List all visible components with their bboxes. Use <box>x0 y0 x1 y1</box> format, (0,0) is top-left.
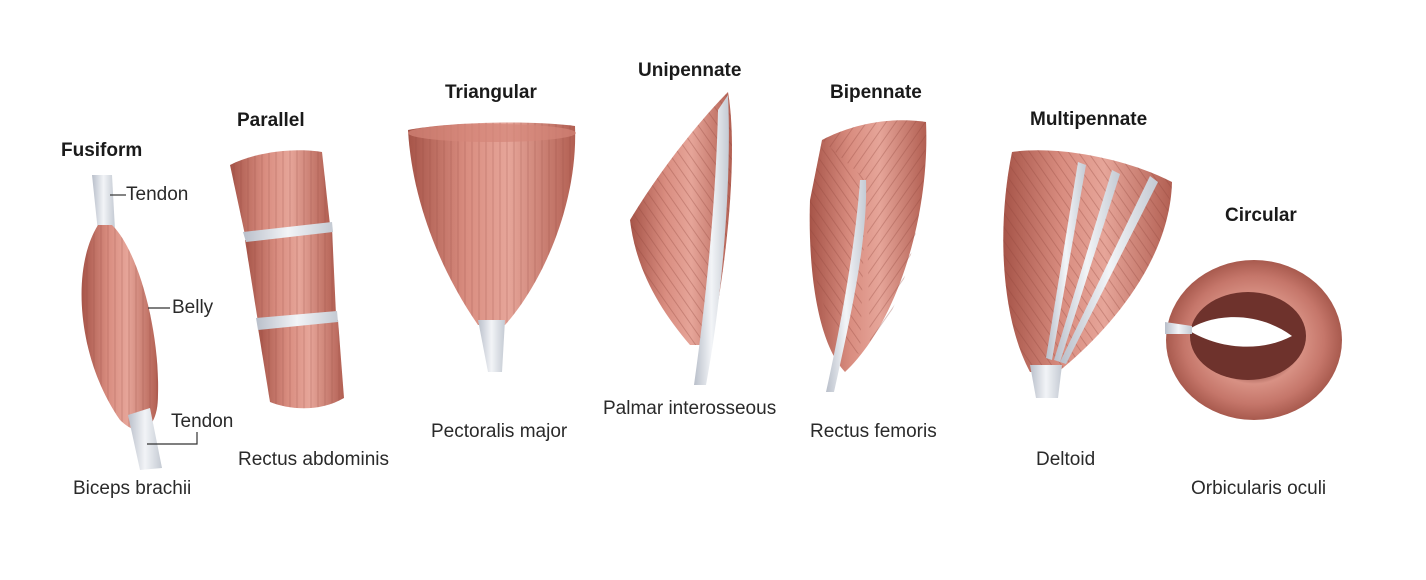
tendon-bottom-leader-line <box>147 432 198 445</box>
circular-muscle <box>1165 260 1342 420</box>
title-unipennate: Unipennate <box>638 60 742 81</box>
label-belly: Belly <box>172 297 214 318</box>
bipennate-central-tendon <box>826 180 867 392</box>
parallel-tendinous-band-1 <box>243 222 333 242</box>
title-bipennate: Bipennate <box>830 82 922 103</box>
fusiform-muscle <box>81 175 198 470</box>
title-circular: Circular <box>1225 205 1297 226</box>
title-multipennate: Multipennate <box>1030 109 1148 130</box>
name-rectus-abdominis: Rectus abdominis <box>238 449 390 470</box>
title-fusiform: Fusiform <box>61 140 143 161</box>
label-tendon-top: Tendon <box>126 184 189 205</box>
unipennate-tendon <box>694 95 729 385</box>
unipennate-muscle <box>630 92 732 385</box>
name-deltoid: Deltoid <box>1036 449 1096 470</box>
name-orbicularis-oculi: Orbicularis oculi <box>1191 478 1327 499</box>
multipennate-tendon-2 <box>1054 170 1120 362</box>
fusiform-bottom-tendon <box>128 408 162 470</box>
parallel-tendinous-band-2 <box>256 311 338 330</box>
bipennate-muscle <box>809 120 927 392</box>
name-rectus-femoris: Rectus femoris <box>810 421 937 442</box>
title-parallel: Parallel <box>237 110 305 131</box>
triangular-tendon <box>478 320 505 372</box>
multipennate-muscle <box>1003 150 1172 398</box>
multipennate-base-tendon <box>1030 365 1062 398</box>
multipennate-tendon-1 <box>1046 162 1086 360</box>
name-biceps-brachii: Biceps brachii <box>73 478 192 499</box>
name-pectoralis-major: Pectoralis major <box>431 421 568 442</box>
multipennate-tendon-3 <box>1060 176 1158 364</box>
fusiform-top-tendon <box>92 175 115 232</box>
circular-opening <box>1188 317 1292 347</box>
circular-tendon <box>1165 322 1192 334</box>
title-triangular: Triangular <box>445 82 537 103</box>
parallel-muscle <box>230 150 344 409</box>
label-tendon-bottom: Tendon <box>171 411 234 432</box>
name-palmar-interosseous: Palmar interosseous <box>603 398 777 419</box>
triangular-muscle <box>408 122 576 372</box>
